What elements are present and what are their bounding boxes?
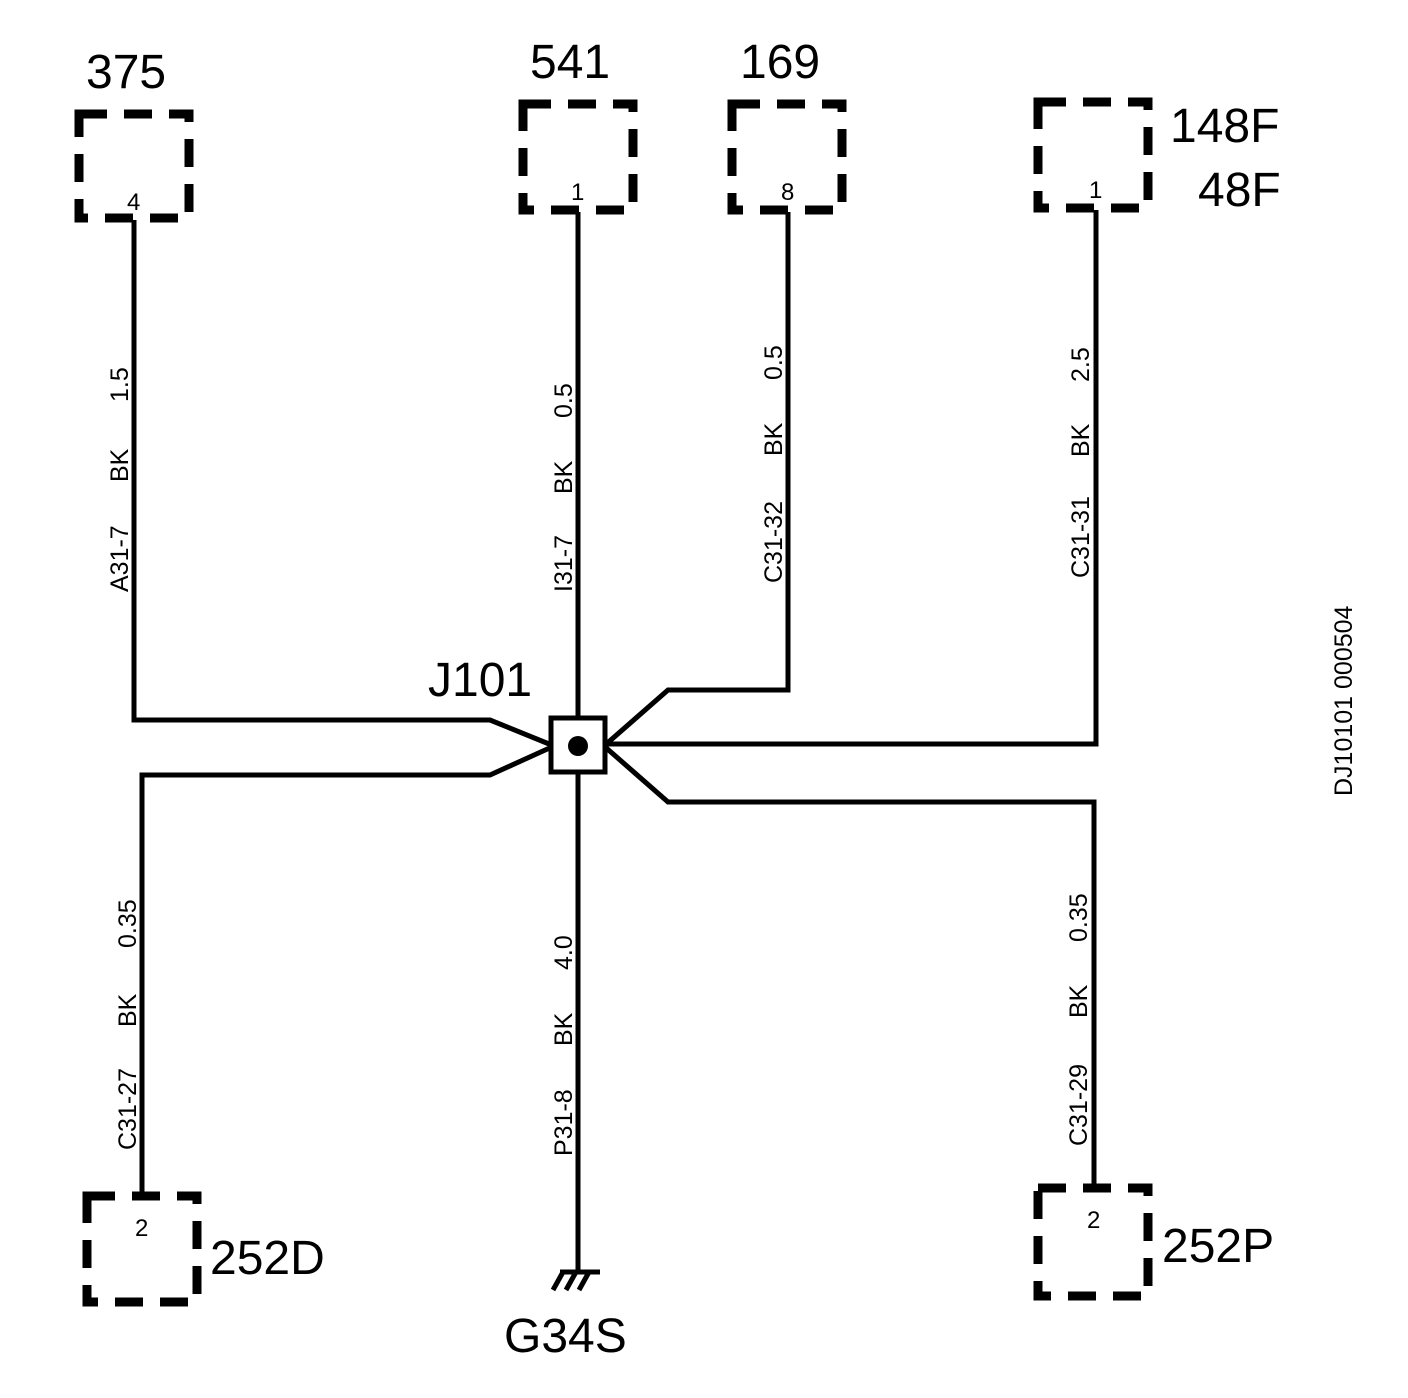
wire-size-label: 0.5 [550,383,578,418]
pin-label: 1 [571,179,584,206]
wire-color-label: BK [106,448,134,482]
wire-size-label: 0.35 [114,899,142,948]
connector-541: 1 541 [518,36,638,215]
wire-size-label: 4.0 [550,935,578,970]
wire-color-label: BK [760,422,788,456]
wire-color-label: BK [550,1012,578,1046]
connector-375: 4 375 [74,46,194,223]
pin-label: 8 [781,179,794,206]
pin-label: 2 [135,1215,148,1242]
connector-box [1033,1183,1153,1301]
pin-label: 1 [1089,177,1102,204]
wire-size-label: 1.5 [106,367,134,402]
connector-148f: 1 148F 48F [1033,97,1281,217]
connector-252p: 2 252P [1033,1183,1274,1301]
wire-color-label: BK [114,993,142,1027]
wire-circuit-label: I31-7 [550,535,578,592]
wire-252p [602,744,1097,1188]
ground-symbol: G34S [504,1269,627,1363]
connector-box [1033,97,1153,213]
splice-j101: J101 [428,654,608,775]
wire-375 [131,220,555,749]
wire-252d [139,743,556,1194]
document-id: DJ10101 000504 [1330,605,1358,796]
splice-label: J101 [428,654,532,707]
pin-label: 2 [1087,1207,1100,1234]
connector-label: 541 [530,36,610,89]
connector-box [74,109,194,223]
wire-circuit-label: P31-8 [550,1089,578,1156]
wire-size-label: 0.35 [1065,893,1093,942]
connector-box [727,99,847,215]
wire-169 [602,212,791,748]
connector-252d: 2 252D [82,1191,325,1307]
wire-size-label: 0.5 [760,345,788,380]
wire-circuit-label: C31-31 [1067,496,1095,578]
wire-circuit-label: C31-27 [114,1068,142,1150]
wire-148f [606,210,1099,747]
pin-label: 4 [127,189,140,216]
connector-169: 8 169 [727,36,847,215]
splice-dot [568,736,588,756]
connector-label: 375 [86,46,166,99]
wire-circuit-label: A31-7 [106,525,134,592]
connector-label-2: 48F [1198,164,1281,217]
wire-color-label: BK [550,460,578,494]
connector-label: 252D [210,1232,325,1285]
wire-circuit-label: C31-32 [760,501,788,583]
connector-label: 252P [1162,1220,1274,1273]
connector-box [518,99,638,215]
connector-label-1: 148F [1170,100,1279,153]
ground-label: G34S [504,1310,627,1363]
wire-size-label: 2.5 [1067,347,1095,382]
connector-box [82,1191,202,1307]
wire-circuit-label: C31-29 [1065,1064,1093,1146]
wire-color-label: BK [1067,423,1095,457]
connector-label: 169 [740,36,820,89]
wire-color-label: BK [1065,984,1093,1018]
